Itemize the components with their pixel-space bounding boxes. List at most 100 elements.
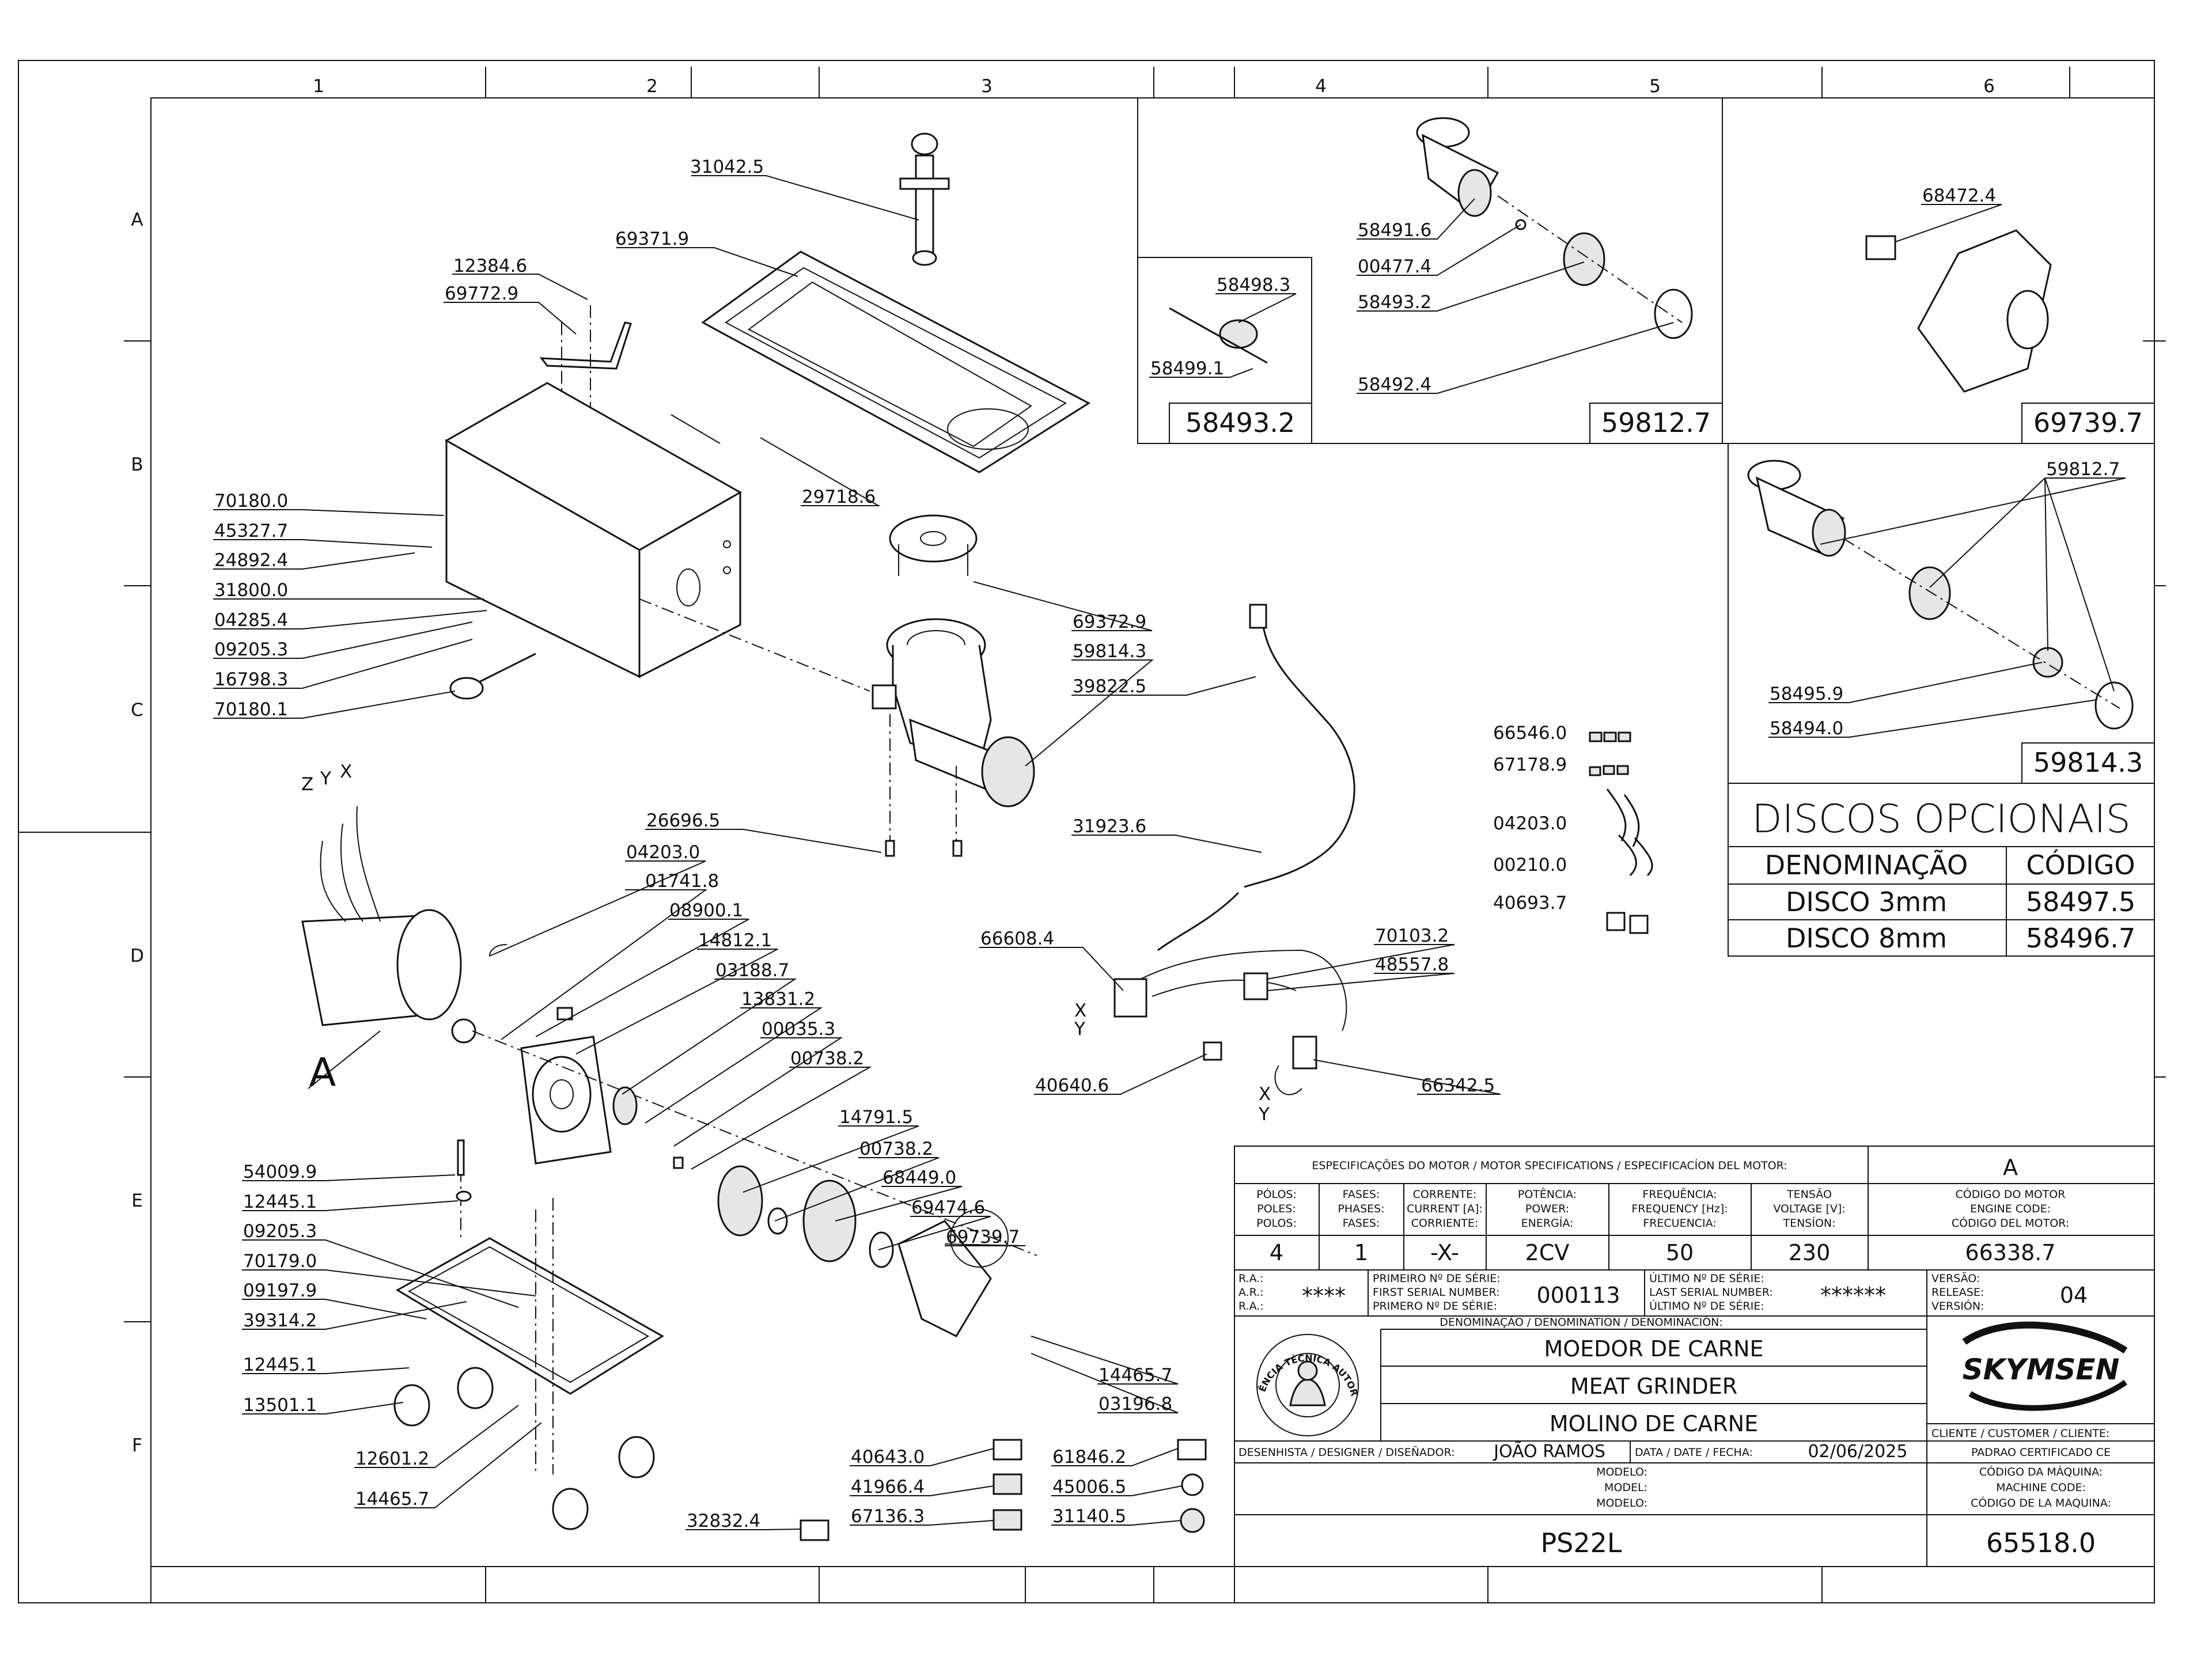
housing-box	[444, 382, 870, 692]
callout-04285-4: 04285.4	[214, 610, 288, 631]
designer-value: JOÃO RAMOS	[1493, 1441, 1605, 1462]
first-serial-label-en: FIRST SERIAL NUMBER:	[1373, 1286, 1500, 1299]
base-plate	[393, 1139, 664, 1530]
callout-01741-8: 01741.8	[645, 871, 719, 892]
leader-lines	[213, 175, 2126, 1530]
motor	[301, 806, 507, 1044]
spec-frequency-label-pt: FREQUÊNCIA:	[1642, 1188, 1717, 1201]
callout-67136-3: 67136.3	[851, 1506, 925, 1527]
callout-39822-5: 39822.5	[1073, 676, 1146, 697]
loose-components	[1589, 731, 1653, 934]
callout-58493-2: 58493.2	[1358, 292, 1431, 313]
model-label-es: MODELO:	[1596, 1497, 1647, 1510]
callout-70180-1: 70180.1	[214, 699, 288, 720]
wire-letter-y: Y	[320, 768, 331, 789]
col-label-4: 4	[1315, 76, 1327, 97]
model-label-pt: MODELO:	[1596, 1466, 1647, 1478]
callout-67178-9: 67178.9	[1493, 754, 1567, 775]
spec-poles-label-es: POLOS:	[1256, 1217, 1297, 1230]
callout-69474-6: 69474.6	[911, 1197, 985, 1218]
callout-40640-6: 40640.6	[1035, 1075, 1109, 1096]
callout-59812-7: 59812.7	[2046, 459, 2120, 480]
callout-16798-3: 16798.3	[214, 669, 288, 690]
denomination-header: DENOMINAÇÃO / DENOMINATION / DENOMINACIÓ…	[1440, 1315, 1723, 1329]
brand-name: SKYMSEN	[1963, 1353, 2120, 1386]
callout-58494-0: 58494.0	[1770, 718, 1843, 739]
callout-69772-9: 69772.9	[445, 283, 518, 304]
spec-phases-value: 1	[1354, 1240, 1368, 1265]
callout-70180-0: 70180.0	[214, 491, 288, 511]
row-label-C: C	[131, 700, 143, 720]
spec-power-label-es: ENERGÍA:	[1521, 1216, 1574, 1230]
disc-8mm-name: DISCO 8mm	[1786, 923, 1947, 954]
row-label-E: E	[131, 1190, 143, 1211]
machine-code-label-en: MACHINE CODE:	[1996, 1481, 2086, 1494]
spec-poles-value: 4	[1270, 1240, 1283, 1265]
revision-letter: A	[2003, 1155, 2018, 1180]
callout-45006-5: 45006.5	[1052, 1477, 1126, 1497]
callout-labels: 31042.5 69371.9 12384.6 69772.9 29718.6 …	[214, 157, 2120, 1531]
date-label: DATA / DATE / FECHA:	[1635, 1446, 1753, 1459]
callout-70103-2: 70103.2	[1375, 926, 1449, 946]
callout-61846-2: 61846.2	[1052, 1447, 1126, 1467]
brand-logo: SKYMSEN	[1962, 1321, 2128, 1411]
callout-03188-7: 03188.7	[715, 960, 789, 981]
detail-parts	[1169, 117, 2134, 730]
spec-poles-label-pt: PÓLOS:	[1256, 1187, 1297, 1201]
discs-title: DISCOS OPCIONAIS	[1752, 797, 2131, 842]
callout-54009-9: 54009.9	[243, 1162, 317, 1182]
callout-58499-1: 58499.1	[1150, 358, 1224, 379]
tray	[701, 251, 1090, 473]
optional-discs-table: DISCOS OPCIONAIS DENOMINAÇÃO CÓDIGO DISC…	[1728, 783, 2155, 957]
callout-26696-5: 26696.5	[646, 810, 720, 831]
row-label-B: B	[131, 454, 143, 475]
version-value: 04	[2060, 1283, 2088, 1308]
callout-69371-9: 69371.9	[615, 229, 689, 249]
spec-voltage-label-pt: TENSÃO	[1786, 1188, 1832, 1201]
callout-14812-1: 14812.1	[698, 930, 772, 951]
callout-45327-7: 45327.7	[214, 521, 288, 541]
pusher	[899, 132, 950, 266]
spec-current-label-es: CORRIENTE:	[1411, 1217, 1478, 1230]
callout-31042-5: 31042.5	[690, 157, 764, 177]
callout-04203-0-loose: 04203.0	[1493, 813, 1567, 834]
spec-phases-label-en: PHASES:	[1338, 1203, 1384, 1215]
spec-power-value: 2CV	[1525, 1240, 1570, 1265]
gearbox-housing	[472, 1007, 1037, 1256]
first-serial-value: 000113	[1536, 1283, 1620, 1308]
machine-code-label-pt: CÓDIGO DA MÁQUINA:	[1979, 1465, 2103, 1478]
date-value: 02/06/2025	[1808, 1442, 1908, 1462]
callout-31800-0: 31800.0	[214, 580, 288, 601]
callout-66546-0: 66546.0	[1493, 723, 1567, 744]
spec-frequency-label-en: FREQUENCY [Hz]:	[1631, 1203, 1728, 1215]
callout-00477-4: 00477.4	[1358, 256, 1431, 277]
discs-header-name: DENOMINAÇÃO	[1765, 850, 1968, 881]
spec-power-label-en: POWER:	[1525, 1203, 1569, 1215]
name-portuguese: MOEDOR DE CARNE	[1544, 1336, 1763, 1362]
machine-code-value: 65518.0	[1986, 1527, 2096, 1558]
callout-14465-7-b: 14465.7	[1099, 1365, 1172, 1386]
spec-current-label-pt: CORRENTE:	[1413, 1188, 1477, 1201]
spec-header: ESPECIFICAÇÕES DO MOTOR / MOTOR SPECIFIC…	[1312, 1159, 1787, 1172]
spec-voltage-label-es: TENSÍON:	[1782, 1216, 1835, 1230]
last-serial-label-pt: ÚLTIMO Nº DE SÉRIE:	[1649, 1271, 1764, 1285]
callout-03196-8: 03196.8	[1099, 1394, 1172, 1414]
callout-12445-1-b: 12445.1	[243, 1355, 317, 1375]
callout-69372-9: 69372.9	[1073, 612, 1146, 632]
col-label-1: 1	[313, 76, 324, 97]
model-label-en: MODEL:	[1604, 1481, 1647, 1494]
detail-box-2-code: 59812.7	[1601, 407, 1711, 438]
name-spanish: MOLINO DE CARNE	[1550, 1411, 1758, 1436]
spec-frequency-label-es: FRECUENCIA:	[1643, 1217, 1716, 1230]
callout-12384-6: 12384.6	[453, 256, 527, 276]
callout-09205-3-b: 09205.3	[243, 1221, 317, 1242]
callout-14465-7: 14465.7	[355, 1489, 429, 1510]
col-label-3: 3	[981, 76, 993, 97]
first-serial-label-es: PRIMERO Nº DE SÉRIE:	[1373, 1299, 1497, 1313]
callout-04203-0: 04203.0	[626, 842, 700, 863]
callout-58498-3: 58498.3	[1217, 275, 1290, 295]
ra-value: ****	[1302, 1283, 1346, 1309]
col-label-2: 2	[646, 76, 658, 97]
knob-rod	[449, 653, 536, 700]
